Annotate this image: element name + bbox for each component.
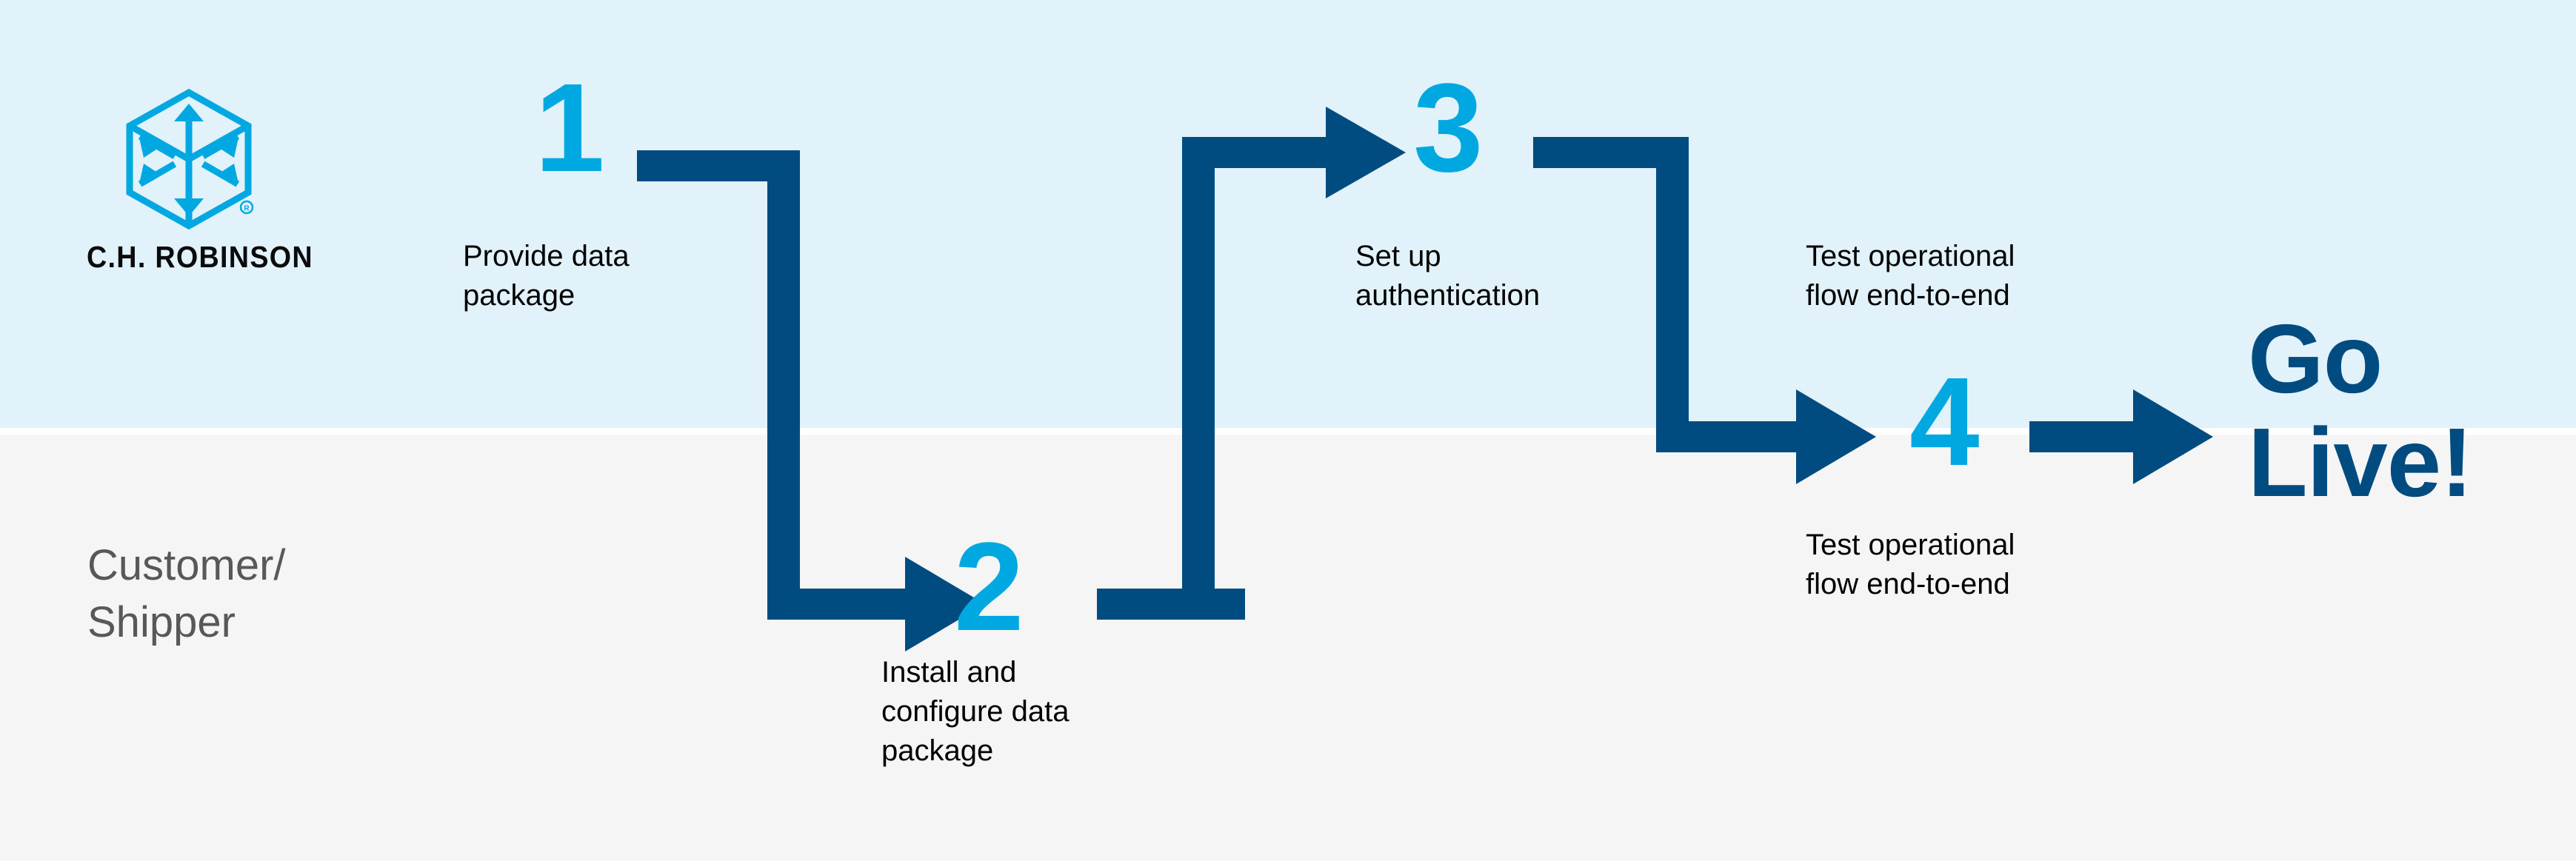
step-number-1: 1: [535, 58, 605, 198]
step-caption-3-line1: Set up: [1355, 240, 1441, 272]
step-caption-1: Provide data package: [463, 237, 781, 315]
step-number-4: 4: [1909, 352, 1980, 492]
go-live-label: Go Live!: [2248, 307, 2566, 515]
brand-logo-block: R C.H. ROBINSON: [78, 89, 313, 275]
step-caption-3-line2: authentication: [1355, 279, 1541, 312]
step-caption-1-line1: Provide data: [463, 240, 630, 272]
swimlane-label-customer-shipper: Customer/ Shipper: [87, 537, 428, 651]
step-caption-2-line2: configure data: [881, 695, 1070, 728]
step-caption-4-line2: flow end-to-end: [1806, 568, 2010, 601]
brand-wordmark: C.H. ROBINSON: [87, 240, 313, 274]
step-caption-test-flow-top-line1: Test operational: [1806, 240, 2015, 272]
registered-mark-icon: R: [239, 200, 254, 215]
connector-step3-to-step4: [1533, 137, 1876, 484]
step-caption-4: Test operational flow end-to-end: [1806, 526, 2124, 604]
swimlane-label-line1: Customer/: [87, 541, 286, 589]
step-caption-test-flow-top-line2: flow end-to-end: [1806, 279, 2010, 312]
step-number-3: 3: [1413, 58, 1484, 198]
connector-step1-to-step2: [637, 150, 985, 651]
step-caption-3: Set up authentication: [1355, 237, 1666, 315]
step-caption-2: Install and configure data package: [881, 653, 1192, 771]
connector-step2-to-step3: [1097, 107, 1406, 620]
step-caption-2-line1: Install and: [881, 656, 1017, 689]
ch-robinson-cube-icon: R: [78, 89, 300, 230]
swimlane-label-line2: Shipper: [87, 597, 236, 646]
svg-text:R: R: [244, 205, 250, 213]
go-live-line1: Go: [2248, 304, 2383, 413]
step-caption-test-flow-top: Test operational flow end-to-end: [1806, 237, 2124, 315]
step-number-2: 2: [954, 517, 1024, 657]
step-caption-2-line3: package: [881, 734, 994, 768]
swimlane-band-top: [0, 0, 2576, 428]
swimlane-band-bottom: [0, 435, 2576, 861]
connector-step4-to-golive: [2029, 389, 2213, 484]
go-live-line2: Live!: [2248, 407, 2473, 517]
step-caption-1-line2: package: [463, 279, 575, 312]
step-caption-4-line1: Test operational: [1806, 529, 2015, 561]
